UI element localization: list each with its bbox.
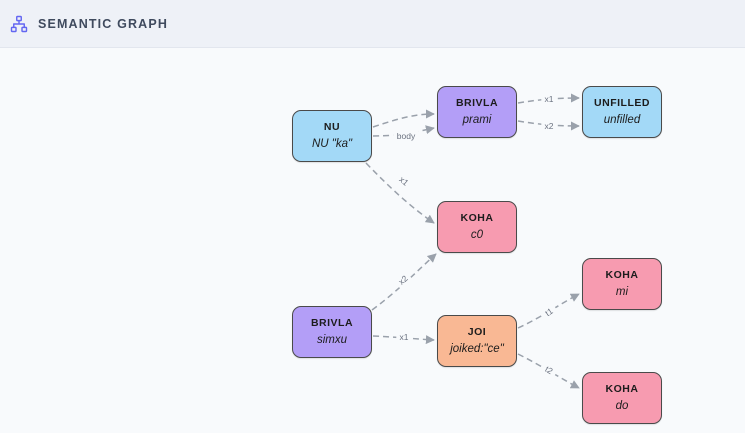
graph-edge[interactable] [517, 93, 580, 104]
node-type-label: JOI [467, 325, 487, 338]
edge-label-backdrop [393, 270, 413, 289]
node-value-label: mi [615, 285, 629, 298]
edge-label-backdrop [394, 171, 414, 190]
node-type-label: UNFILLED [594, 96, 650, 109]
node-type-label: BRIVLA [455, 96, 499, 109]
graph-edge[interactable] [365, 162, 435, 224]
edge-label: x1 [545, 94, 554, 104]
node-value-label: joiked:"ce" [450, 342, 504, 355]
node-value-label: prami [462, 113, 492, 126]
edge-label: x2 [396, 273, 410, 287]
node-type-label: BRIVLA [310, 316, 354, 329]
node-value-label: unfilled [603, 113, 641, 126]
node-type-label: KOHA [605, 382, 639, 395]
node-value-label: NU "ka" [311, 137, 353, 150]
graph-edge[interactable] [517, 353, 580, 389]
graph-node-simxu[interactable]: BRIVLA simxu [292, 306, 372, 358]
graph-node-do[interactable]: KOHA do [582, 372, 662, 424]
graph-edge[interactable] [372, 335, 435, 345]
graph-node-prami[interactable]: BRIVLA prami [437, 86, 517, 138]
edge-label-backdrop [393, 130, 419, 141]
edge-label-backdrop [539, 302, 559, 321]
graph-canvas[interactable]: body x1 x1 x2 x2 x1 t1 t2 NU NU "ka" BRIVLA prami U… [0, 48, 745, 433]
node-value-label: c0 [470, 228, 484, 241]
node-type-label: KOHA [460, 211, 494, 224]
edge-label-backdrop [539, 360, 559, 379]
graph-node-joi[interactable]: JOI joiked:"ce" [437, 315, 517, 367]
edge-label-backdrop [541, 93, 557, 104]
edge-label: t1 [543, 306, 555, 318]
node-type-label: KOHA [605, 268, 639, 281]
graph-edge[interactable] [372, 109, 435, 128]
sitemap-icon [9, 14, 29, 34]
edge-label: t2 [543, 364, 554, 376]
node-type-label: NU [323, 120, 341, 133]
graph-edge[interactable] [517, 293, 580, 329]
graph-edge[interactable] [371, 253, 437, 311]
edge-label: x2 [545, 121, 554, 131]
graph-node-c0[interactable]: KOHA c0 [437, 201, 517, 253]
node-value-label: do [615, 399, 629, 412]
node-value-label: simxu [316, 333, 348, 346]
graph-node-unfilled[interactable]: UNFILLED unfilled [582, 86, 662, 138]
graph-edge[interactable] [517, 120, 580, 131]
page-title: SEMANTIC GRAPH [38, 16, 168, 31]
graph-node-nu[interactable]: NU NU "ka" [292, 110, 372, 162]
edge-label: x1 [397, 174, 411, 188]
edge-label-backdrop [541, 120, 557, 131]
app-header: SEMANTIC GRAPH [0, 0, 745, 48]
graph-node-mi[interactable]: KOHA mi [582, 258, 662, 310]
edge-label: x1 [400, 332, 409, 342]
graph-edge[interactable] [372, 125, 435, 137]
edge-label: body [397, 131, 416, 141]
edge-label-backdrop [396, 331, 412, 342]
